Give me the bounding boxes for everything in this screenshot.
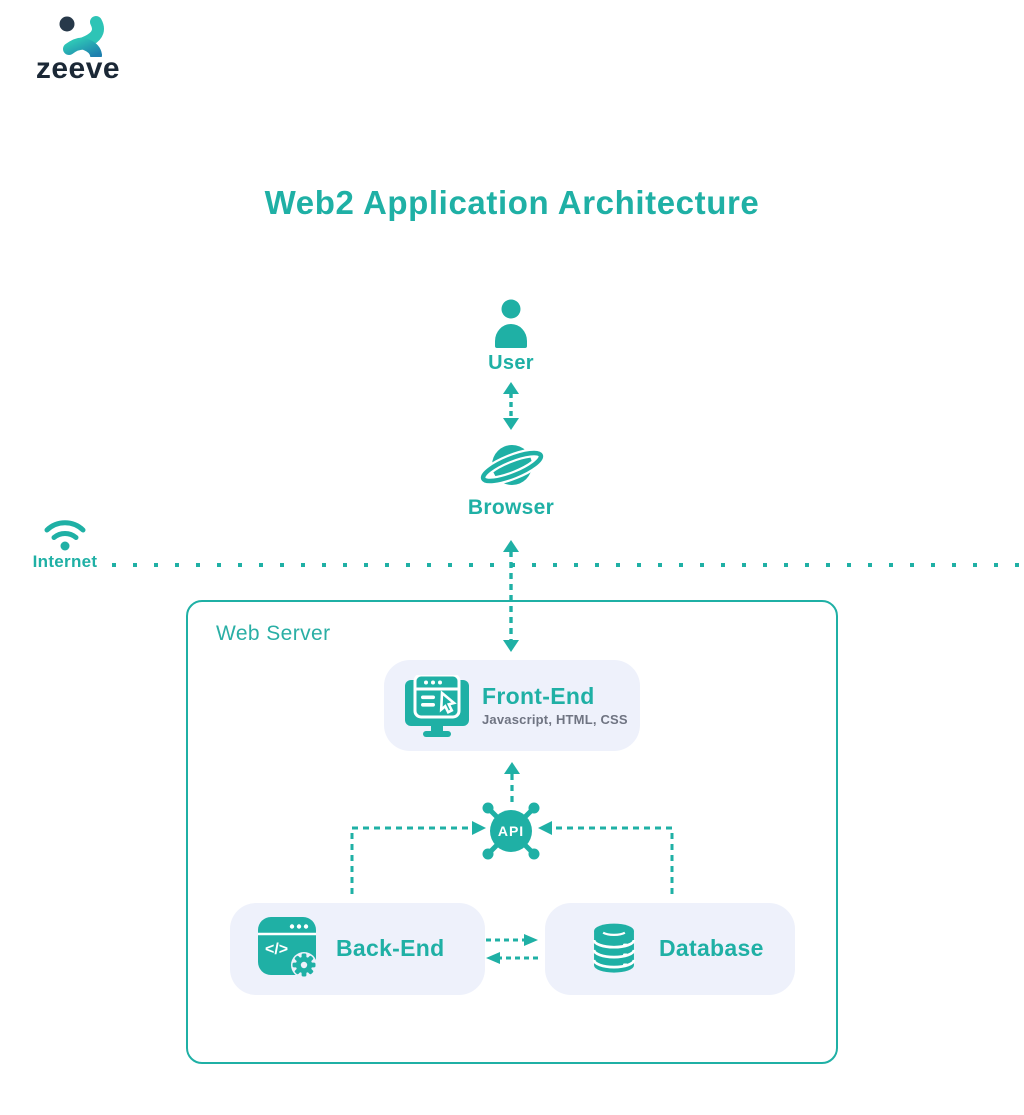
connector-database-api: [538, 821, 674, 894]
database-icon: [592, 923, 636, 973]
code-window-gear-icon: </>: [258, 917, 317, 978]
monitor-browser-icon: [405, 674, 469, 737]
connector-backend-api: [350, 821, 486, 894]
back-end-title: Back-End: [336, 935, 445, 962]
arrows-backend-database: [486, 934, 538, 964]
back-end-card: </> Back-End: [230, 903, 485, 995]
user-icon: [495, 299, 527, 348]
web-server-label: Web Server: [216, 622, 331, 645]
page-title: Web2 Application Architecture: [264, 184, 760, 221]
front-end-text: Front-End Javascript, HTML, CSS: [482, 682, 628, 728]
internet-label: Internet: [32, 552, 98, 571]
arrow-user-browser: [503, 382, 519, 430]
wifi-icon: [44, 520, 86, 551]
arrow-api-frontend: [504, 762, 520, 804]
browser-label: Browser: [467, 496, 555, 519]
front-end-title: Front-End: [482, 682, 595, 709]
zeeve-logo-mark-icon: [59, 16, 104, 57]
svg-text:</>: </>: [265, 941, 288, 958]
database-title: Database: [659, 935, 764, 962]
planet-icon: [478, 445, 546, 486]
arrow-browser-frontend: [503, 540, 519, 652]
brand-wordmark: zeeve: [35, 52, 121, 85]
user-label: User: [488, 352, 534, 374]
front-end-subtitle: Javascript, HTML, CSS: [482, 712, 628, 728]
internet-dotted-line: [112, 563, 1020, 567]
api-label: API: [498, 823, 524, 839]
database-card: Database: [545, 903, 795, 995]
front-end-card: Front-End Javascript, HTML, CSS: [384, 660, 640, 751]
api-hub-icon: API: [482, 802, 540, 860]
